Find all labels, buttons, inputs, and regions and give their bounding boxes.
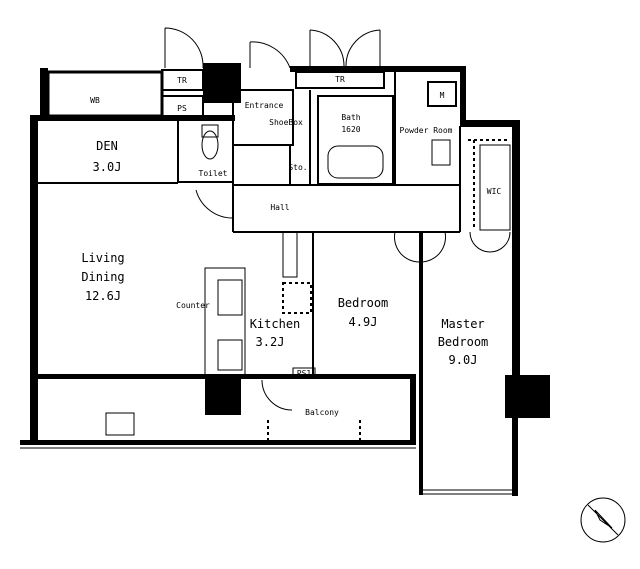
master-bedroom-label: Bedroom <box>438 335 489 349</box>
north-compass-icon <box>580 497 626 543</box>
kitchen-size: 3.2J <box>256 335 285 349</box>
bath-label: Bath <box>341 113 360 122</box>
bath-size: 1620 <box>341 125 360 134</box>
powder-room-label: Powder Room <box>400 126 453 135</box>
tr-left-label: TR <box>177 76 187 85</box>
den-size: 3.0J <box>93 160 122 174</box>
bedroom-size: 4.9J <box>349 315 378 329</box>
den-label: DEN <box>96 139 118 153</box>
dining-label: Dining <box>81 270 124 284</box>
counter-label: Counter <box>176 301 210 310</box>
toilet-label: Toilet <box>199 169 228 178</box>
living-size: 12.6J <box>85 289 121 303</box>
living-label: Living <box>81 251 124 265</box>
entrance-label: Entrance <box>245 101 284 110</box>
m-label: M <box>440 91 445 100</box>
master-label: Master <box>441 317 484 331</box>
storage-label: Sto. <box>288 163 307 172</box>
ps1-label: PS1 <box>297 369 312 378</box>
balcony-label: Balcony <box>305 408 339 417</box>
ps-label: PS <box>177 104 187 113</box>
wic-label: WIC <box>487 187 502 196</box>
walls <box>20 27 550 496</box>
bedroom-label: Bedroom <box>338 296 389 310</box>
hall-label: Hall <box>270 203 289 212</box>
tr-right-label: TR <box>335 75 345 84</box>
kitchen-label: Kitchen <box>250 317 301 331</box>
wb-label: WB <box>90 96 100 105</box>
master-size: 9.0J <box>449 353 478 367</box>
shoebox-label: ShoeBox <box>269 118 303 127</box>
